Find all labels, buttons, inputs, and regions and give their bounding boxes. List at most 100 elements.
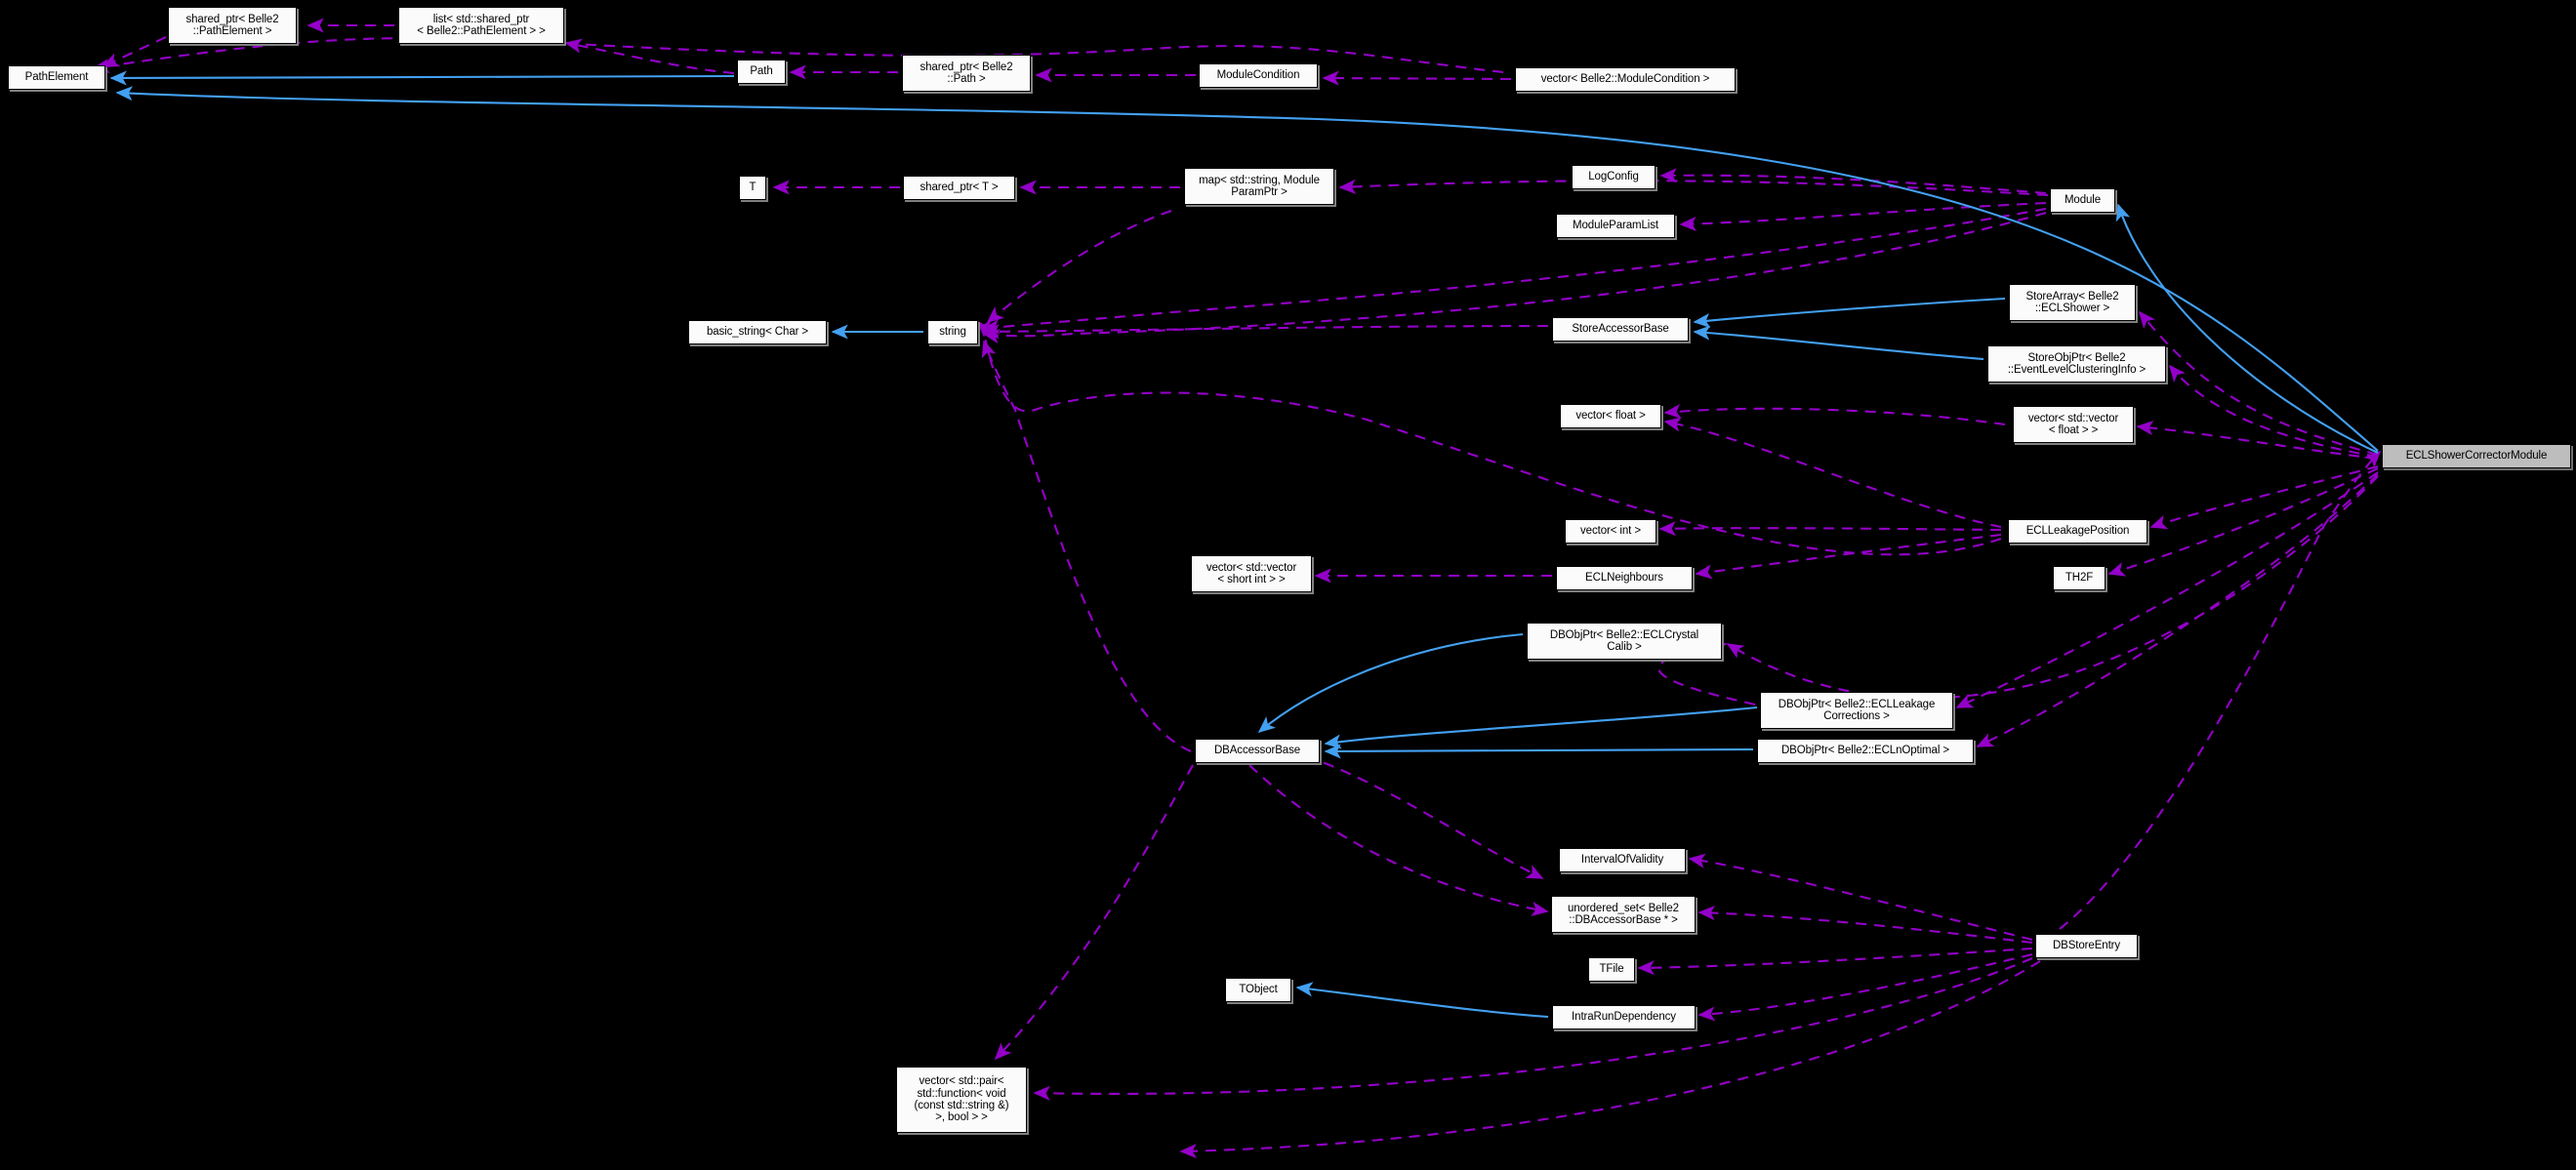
node-dbobjptr-eclcrystalcalib[interactable]: DBObjPtr< Belle2::ECLCrystal Calib > bbox=[1527, 623, 1722, 660]
node-label: shared_ptr< Belle2 ::Path > bbox=[920, 61, 1013, 85]
node-label: ECLNeighbours bbox=[1585, 572, 1663, 585]
edge-center-to-dbstoreentry bbox=[2059, 450, 2382, 930]
node-module[interactable]: Module bbox=[2050, 188, 2115, 213]
edge-center-to-storearray bbox=[2138, 310, 2379, 457]
node-label: DBObjPtr< Belle2::ECLCrystal Calib > bbox=[1549, 628, 1699, 653]
node-template-parameter-t[interactable]: T bbox=[739, 176, 766, 200]
node-dbaccessorbase[interactable]: DBAccessorBase bbox=[1195, 739, 1320, 763]
node-label: PathElement bbox=[24, 71, 89, 84]
node-label: IntraRunDependency bbox=[1572, 1011, 1676, 1024]
edge-center-inherits-pathelement-curve bbox=[115, 86, 2379, 452]
edge-vectorvectorfloat-to-vectorfloat bbox=[1663, 403, 2006, 426]
node-th2f[interactable]: TH2F bbox=[2053, 566, 2106, 590]
edge-module-to-logconfig bbox=[1659, 168, 2047, 195]
edge-dbaccessorbase-to-string bbox=[981, 340, 1192, 752]
node-vector-pair-function-bool[interactable]: vector< std::pair< std::function< void (… bbox=[896, 1067, 1027, 1133]
node-eclneighbours[interactable]: ECLNeighbours bbox=[1556, 566, 1693, 590]
node-label: shared_ptr< T > bbox=[920, 182, 999, 194]
edge-dbaccessorbase-to-vectorpair bbox=[994, 764, 1194, 1061]
node-tobject[interactable]: TObject bbox=[1225, 978, 1291, 1002]
node-vector-vector-short-int[interactable]: vector< std::vector < short int > > bbox=[1191, 555, 1312, 592]
node-label: shared_ptr< Belle2 ::PathElement > bbox=[185, 13, 279, 37]
node-dbobjptr-eclnoptimal[interactable]: DBObjPtr< Belle2::ECLnOptimal > bbox=[1757, 739, 1974, 763]
node-vector-vector-float[interactable]: vector< std::vector < float > > bbox=[2013, 406, 2134, 443]
node-vector-int[interactable]: vector< int > bbox=[1565, 519, 1656, 544]
node-label: T bbox=[749, 182, 756, 194]
node-label: map< std::string, Module ParamPtr > bbox=[1199, 174, 1320, 198]
node-label: vector< Belle2::ModuleCondition > bbox=[1540, 73, 1710, 86]
edge-dbnoptimal-inherits-dbaccessorbase bbox=[1324, 744, 1754, 759]
node-label: vector< std::vector < float > > bbox=[2027, 412, 2119, 436]
edge-dbaccessorbase-to-ioV bbox=[1288, 749, 1544, 879]
node-logconfig[interactable]: LogConfig bbox=[1572, 165, 1656, 189]
edge-center-to-storeobjptr bbox=[2168, 364, 2379, 459]
node-shared-ptr-pathelement[interactable]: shared_ptr< Belle2 ::PathElement > bbox=[168, 7, 297, 44]
node-label: unordered_set< Belle2 ::DBAccessorBase *… bbox=[1568, 902, 1679, 926]
node-unordered-set-dbaccessorbase[interactable]: unordered_set< Belle2 ::DBAccessorBase *… bbox=[1551, 896, 1696, 933]
usage-edges bbox=[92, 18, 2382, 1159]
node-label: ModuleParamList bbox=[1573, 220, 1658, 232]
inheritance-edges bbox=[109, 70, 2379, 1019]
node-storearray-eclshower[interactable]: StoreArray< Belle2 ::ECLShower > bbox=[2009, 284, 2136, 321]
node-eclleakageposition[interactable]: ECLLeakagePosition bbox=[2008, 519, 2147, 544]
edge-dbstoreentry-to-intervalofvalidity bbox=[1688, 853, 2033, 942]
node-intrarundependency[interactable]: IntraRunDependency bbox=[1552, 1005, 1696, 1029]
node-label: Path bbox=[750, 65, 773, 78]
edge-eclleakageposition-to-vectorfloat bbox=[1663, 417, 2002, 529]
node-dbstoreentry[interactable]: DBStoreEntry bbox=[2035, 934, 2138, 958]
edge-vector-modulecondition-to-modulecondition bbox=[1322, 70, 1512, 86]
node-label: TFile bbox=[1599, 963, 1624, 976]
edge-module-to-map bbox=[1338, 179, 2049, 197]
node-storeaccessorbase[interactable]: StoreAccessorBase bbox=[1552, 317, 1689, 342]
node-path[interactable]: Path bbox=[737, 60, 786, 84]
node-vector-float[interactable]: vector< float > bbox=[1560, 404, 1661, 428]
node-tfile[interactable]: TFile bbox=[1588, 957, 1635, 982]
edge-eclleakageposition-to-vectorint bbox=[1658, 521, 2002, 537]
node-storeobjptr-eventlevelclusteringinfo[interactable]: StoreObjPtr< Belle2 ::EventLevelClusteri… bbox=[1987, 345, 2166, 383]
edge-dbcrystal-inherits-dbaccessorbase bbox=[1257, 632, 1524, 734]
node-label: string bbox=[939, 326, 966, 339]
edge-module-to-string-b bbox=[982, 211, 2047, 344]
node-label: StoreObjPtr< Belle2 ::EventLevelClusteri… bbox=[2007, 351, 2147, 376]
edge-dbstoreentry-to-tfile bbox=[1637, 947, 2033, 976]
node-modulecondition[interactable]: ModuleCondition bbox=[1199, 63, 1318, 88]
edge-intrarundependency-inherits-tobject bbox=[1295, 982, 1549, 1019]
edge-center-to-dbobjptr-noptimal bbox=[1976, 473, 2379, 747]
node-label: LogConfig bbox=[1588, 171, 1639, 183]
edge-storearray-inherits-storeaccessorbase bbox=[1693, 297, 2006, 329]
node-pathelement[interactable]: PathElement bbox=[8, 65, 105, 90]
node-label: vector< std::vector < short int > > bbox=[1206, 561, 1297, 585]
node-label: TObject bbox=[1239, 984, 1278, 996]
node-basic-string-char[interactable]: basic_string< Char > bbox=[688, 320, 827, 344]
node-dbobjptr-eclleakagecorrections[interactable]: DBObjPtr< Belle2::ECLLeakage Corrections… bbox=[1760, 692, 1953, 729]
node-shared-ptr-t[interactable]: shared_ptr< T > bbox=[903, 176, 1015, 200]
node-label: Module bbox=[2064, 194, 2102, 207]
edge-center-to-dbobjptr-crystalcalib bbox=[1726, 475, 2379, 700]
node-label: DBAccessorBase bbox=[1213, 745, 1301, 757]
edge-storeobjptr-inherits-storeaccessorbase bbox=[1693, 325, 1984, 361]
edge-center-inherits-module bbox=[2115, 203, 2379, 454]
node-label: DBObjPtr< Belle2::ECLnOptimal > bbox=[1780, 745, 1950, 757]
edge-center-to-eclleakageposition bbox=[2149, 464, 2379, 530]
node-label: ModuleCondition bbox=[1216, 69, 1300, 82]
node-shared-ptr-path[interactable]: shared_ptr< Belle2 ::Path > bbox=[902, 55, 1031, 92]
edge-center-to-th2f bbox=[2107, 467, 2379, 577]
node-map-string-moduleparamptr[interactable]: map< std::string, Module ParamPtr > bbox=[1184, 168, 1334, 205]
node-intervalofvalidity[interactable]: IntervalOfValidity bbox=[1559, 848, 1686, 872]
node-moduleparamlist[interactable]: ModuleParamList bbox=[1556, 214, 1675, 238]
node-vector-modulecondition[interactable]: vector< Belle2::ModuleCondition > bbox=[1515, 67, 1736, 92]
node-string[interactable]: string bbox=[927, 320, 978, 344]
node-list-shared-ptr-pathelement[interactable]: list< std::shared_ptr < Belle2::PathElem… bbox=[398, 7, 564, 44]
node-label: vector< std::pair< std::function< void (… bbox=[914, 1075, 1009, 1124]
edge-dbaccessorbase-to-unorderedset bbox=[1248, 764, 1549, 916]
edge-path-inherits-pathelement bbox=[109, 70, 735, 86]
edge-dbleakage-inherits-dbaccessorbase bbox=[1324, 706, 1758, 749]
node-label: list< std::shared_ptr < Belle2::PathElem… bbox=[417, 13, 546, 37]
edge-module-to-string-a bbox=[982, 207, 2047, 335]
node-eclshowercorrectormodule[interactable]: ECLShowerCorrectorModule bbox=[2382, 444, 2571, 468]
edge-dbleakage-to-dbcrystal bbox=[1657, 639, 1756, 706]
edge-vectormodulecondition-to-pathelement-chain bbox=[92, 36, 1504, 74]
edge-center-to-vectorvectorfloat bbox=[2136, 421, 2379, 461]
edge-sharedptr-pathelement-to-pathelement bbox=[102, 36, 167, 67]
edge-dbstoreentry-to-unorderedset bbox=[1697, 905, 2033, 945]
